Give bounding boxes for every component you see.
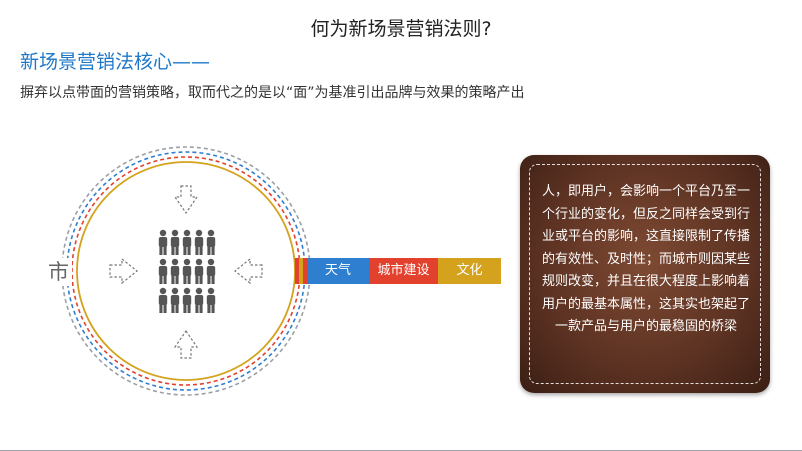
arrow-down-icon (173, 185, 199, 215)
city-label: 市 (48, 260, 69, 284)
arrow-right-icon (109, 257, 138, 285)
description-text: 摒弃以点带面的营销策略，取而代之的是以“面”为基准引出品牌与效果的策略产出 (20, 85, 525, 101)
stitched-border (529, 164, 761, 384)
bar-city-construction-label: 城市建设 (377, 263, 430, 278)
bar-culture-label: 文化 (456, 263, 483, 278)
section-subtitle: 新场景营销法核心—— (20, 51, 211, 73)
people-group-icon (158, 229, 216, 313)
leather-text-card: 人，即用户，会影响一个平台乃至一个行业的变化，但反之同样会受到行业或平台的影响，… (520, 155, 770, 393)
page-title: 何为新场景营销法则? (310, 18, 492, 40)
arrow-up-icon (173, 329, 199, 359)
bar-weather: 天气 (307, 258, 369, 284)
card-body-text: 人，即用户，会影响一个平台乃至一个行业的变化，但反之同样会受到行业或平台的影响，… (541, 184, 750, 334)
bar-weather-label: 天气 (324, 263, 351, 278)
bar-culture: 文化 (438, 258, 501, 284)
bar-city-construction: 城市建设 (369, 258, 438, 284)
arrow-left-icon (234, 257, 263, 285)
